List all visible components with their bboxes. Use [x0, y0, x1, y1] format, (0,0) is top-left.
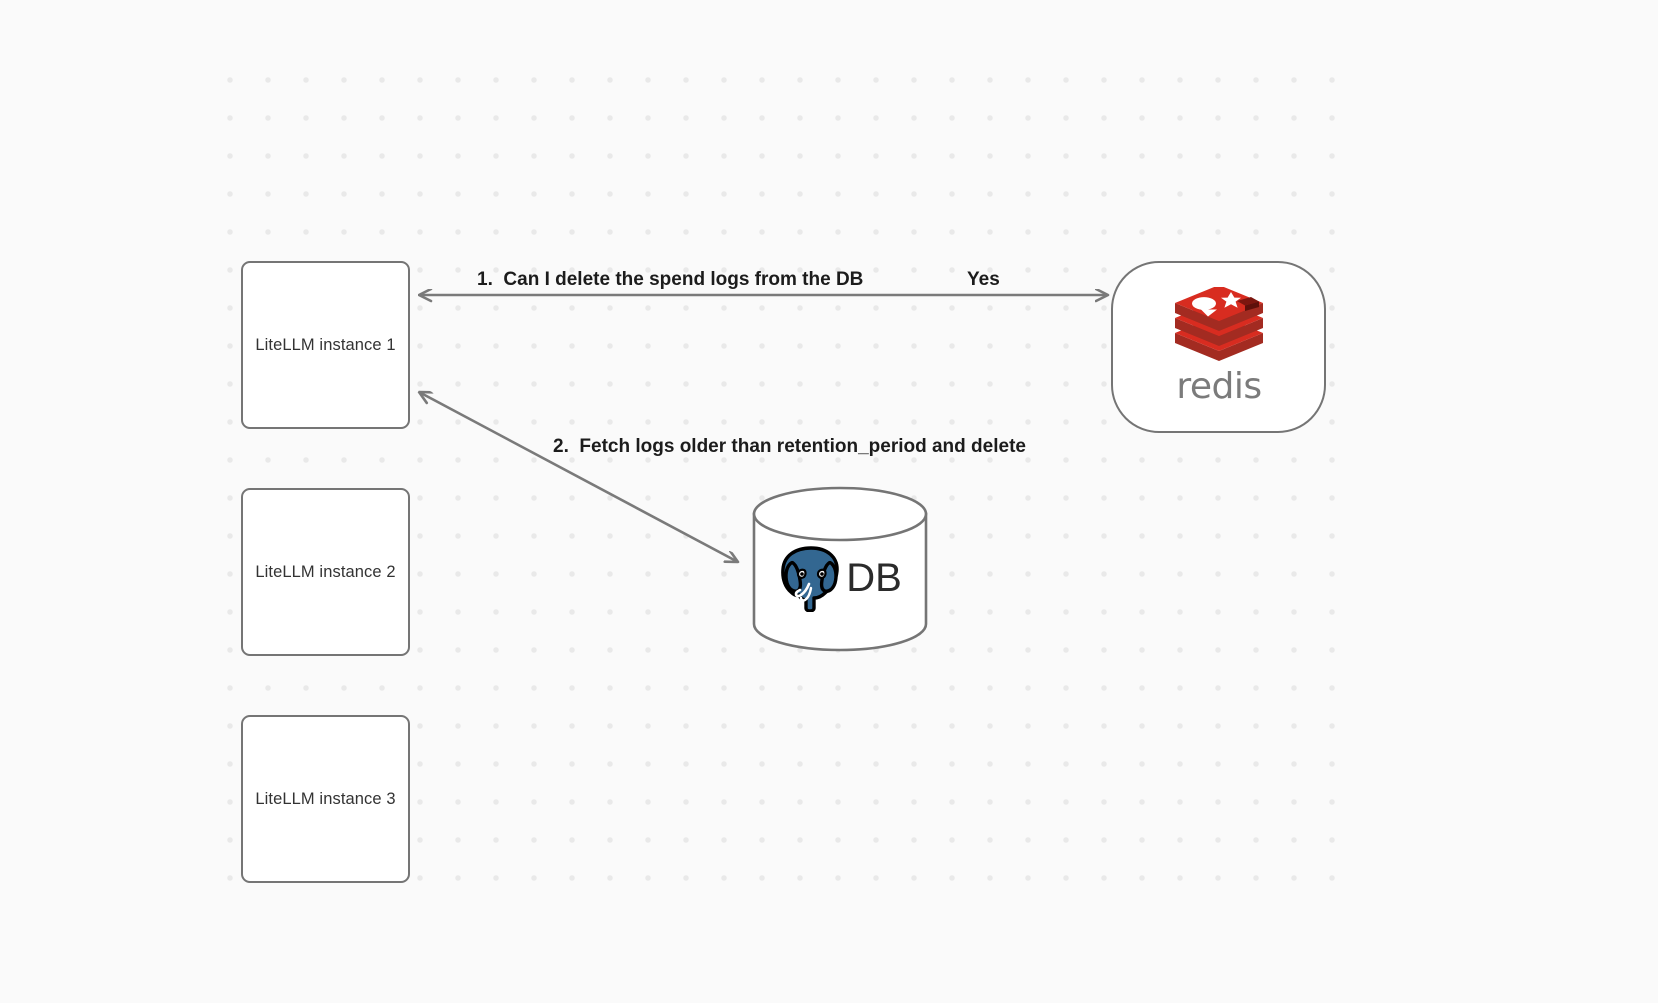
edge-db-instance1: [419, 392, 738, 562]
cylinder-shape-icon: [752, 486, 928, 652]
node-litellm-instance-1[interactable]: LiteLLM instance 1: [241, 261, 410, 429]
redis-wordmark-icon: redis: [1176, 367, 1262, 407]
node-litellm-instance-2[interactable]: LiteLLM instance 2: [241, 488, 410, 656]
node-redis[interactable]: redis: [1111, 261, 1326, 433]
node-litellm-instance-3[interactable]: LiteLLM instance 3: [241, 715, 410, 883]
svg-text:redis: redis: [1176, 367, 1261, 407]
redis-logo-icon: [1174, 287, 1263, 361]
edge-label-step-1: 1. Can I delete the spend logs from the …: [477, 269, 864, 290]
node-label-litellm-instance-3: LiteLLM instance 3: [255, 789, 396, 808]
edge-label-step-2: 2. Fetch logs older than retention_perio…: [553, 436, 1026, 457]
node-label-litellm-instance-2: LiteLLM instance 2: [255, 562, 396, 581]
node-database[interactable]: DB: [750, 486, 930, 652]
database-label: DB: [846, 556, 902, 600]
postgresql-elephant-icon: [781, 546, 839, 612]
node-label-litellm-instance-1: LiteLLM instance 1: [255, 335, 396, 354]
database-logo-row: DB: [750, 538, 930, 618]
edge-label-yes: Yes: [967, 269, 1000, 290]
